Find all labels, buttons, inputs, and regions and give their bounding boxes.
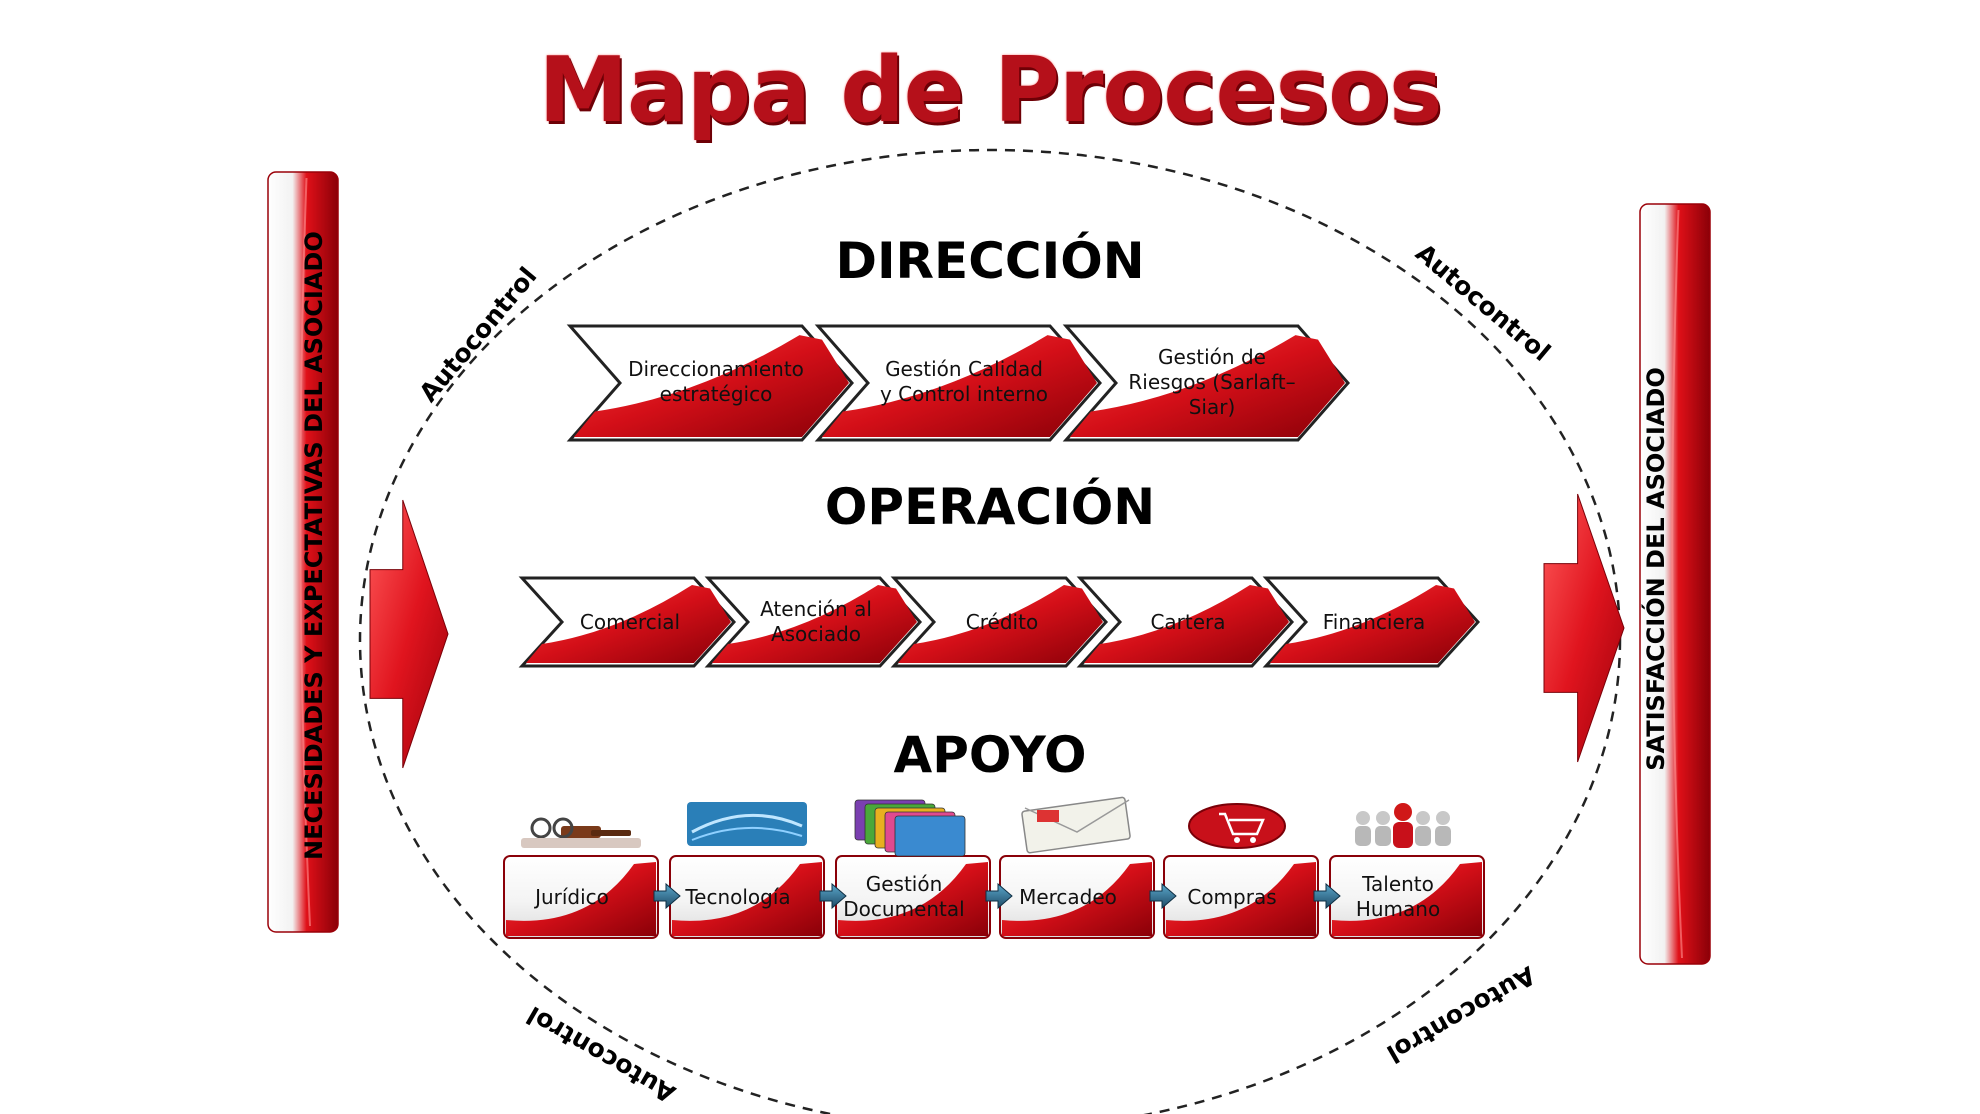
- direccion-chevron-1-fill: [574, 335, 849, 437]
- left-bar-label: NECESIDADES Y EXPECTATIVAS DEL ASOCIADO: [300, 231, 328, 860]
- technology-icon: [687, 802, 807, 846]
- left-vertical-bar: [267, 171, 339, 933]
- operacion-chevron-4-fill: [1084, 585, 1289, 663]
- apoyo-box-fill-3: [838, 862, 988, 936]
- operacion-chevron-1-fill: [526, 585, 731, 663]
- section-heading-apoyo: APOYO: [893, 726, 1087, 784]
- operacion-chevron-2-fill: [712, 585, 917, 663]
- right-vertical-bar-highlight: [1671, 209, 1683, 959]
- operacion-chevron-5-fill: [1270, 585, 1475, 663]
- operacion-chevron-3-fill: [898, 585, 1103, 663]
- right-bar-label: SATISFACCIÓN DEL ASOCIADO: [1642, 367, 1670, 771]
- apoyo-box-fill-6: [1332, 862, 1482, 936]
- apoyo-connector-arrow-3: [985, 882, 1013, 910]
- left-vertical-bar-highlight: [299, 177, 311, 927]
- gavel-glasses-icon: [521, 817, 641, 848]
- direccion-chevron-2-fill: [822, 335, 1097, 437]
- input-arrow: [369, 499, 449, 769]
- apoyo-connector-arrow-4: [1149, 882, 1177, 910]
- apoyo-connector-arrow-2: [819, 882, 847, 910]
- people-icon: [1355, 803, 1451, 848]
- page-title: Mapa de Procesos: [538, 38, 1442, 143]
- apoyo-connector-arrow-1: [653, 882, 681, 910]
- output-arrow: [1543, 493, 1625, 763]
- apoyo-box-fill-4: [1002, 862, 1152, 936]
- section-heading-direccion: DIRECCIÓN: [835, 232, 1145, 290]
- right-vertical-bar: [1639, 203, 1711, 965]
- folders-icon: [854, 799, 966, 857]
- apoyo-box-fill-5: [1166, 862, 1316, 936]
- apoyo-box-fill-2: [672, 862, 822, 936]
- envelope-icon: [1021, 796, 1131, 854]
- apoyo-box-fill-1: [506, 862, 656, 936]
- shopping-cart-icon: [1188, 803, 1286, 849]
- section-heading-operacion: OPERACIÓN: [824, 478, 1156, 536]
- direccion-chevron-3-fill: [1070, 335, 1345, 437]
- apoyo-connector-arrow-5: [1313, 882, 1341, 910]
